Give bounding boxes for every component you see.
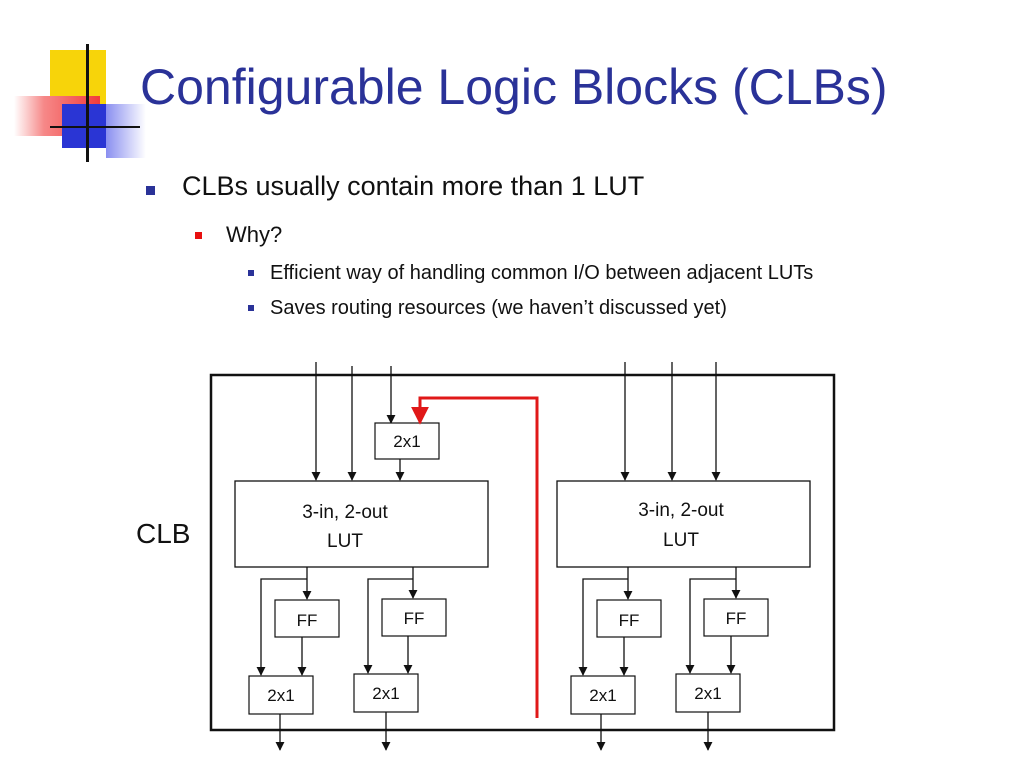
mux-box [675,673,741,713]
feedback-path [411,396,539,718]
ff-label: FF [297,611,318,630]
lut-box [556,480,811,568]
ff-box [703,598,769,637]
bypass-wire [363,578,413,674]
bullet-square-icon [146,186,155,195]
bullet-level1: CLBs usually contain more than 1 LUT [182,171,645,201]
ff-label: FF [619,611,640,630]
bullet-level3: Efficient way of handling common I/O bet… [270,262,814,284]
decor-horizontal-line [50,126,140,128]
lut-label-line1: 3-in, 2-out [638,500,724,521]
bypass-wire [256,578,307,676]
bullet-square-icon [195,232,202,239]
bullet-level3: Saves routing resources (we haven’t disc… [270,297,727,319]
bypass-wire [578,578,628,676]
ff-label: FF [726,609,747,628]
bullet-square-icon [248,305,254,311]
ff-label: FF [404,609,425,628]
mux-box [570,675,636,715]
clb-label: CLB [136,518,191,549]
lut-box [234,480,489,568]
ff-box [596,599,662,638]
ff-box [274,599,340,638]
ff-box [381,598,447,637]
bypass-wire [685,578,736,674]
mux-label: 2x1 [267,686,294,705]
decor-vertical-line [86,44,89,162]
clb-outline [209,373,836,732]
bullet-square-icon [248,270,254,276]
mux-label: 2x1 [393,432,420,451]
slide-title: Configurable Logic Blocks (CLBs) [140,59,888,115]
decor-blue-fade [106,104,146,158]
mux-box [353,673,419,713]
lut-label-line2: LUT [663,530,699,551]
mux-label: 2x1 [589,686,616,705]
mux-box [374,422,440,460]
bullet-level2: Why? [226,222,283,247]
mux-box [248,675,314,715]
mux-label: 2x1 [372,684,399,703]
lut-label-line1: 3-in, 2-out [302,502,388,523]
lut-label-line2: LUT [327,531,363,552]
mux-label: 2x1 [694,684,721,703]
